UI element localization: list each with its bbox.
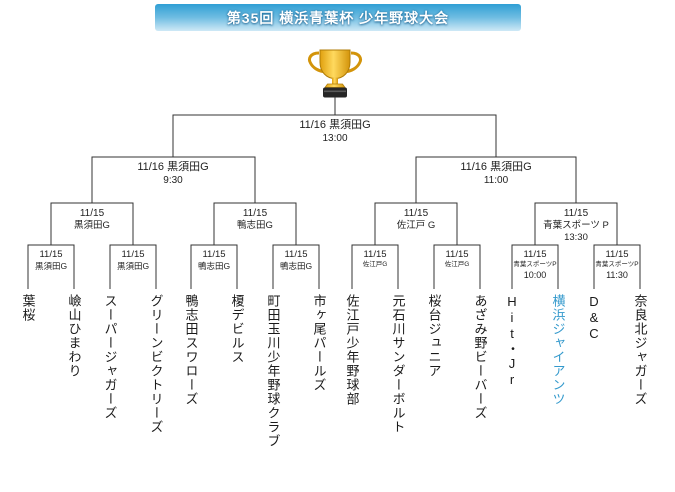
round1-match-3-label: 11/15 鴨志田G	[198, 249, 230, 272]
team-name: 奈良北ジャガーズ	[632, 294, 648, 406]
tournament-title: 第35回 横浜青葉杯 少年野球大会	[226, 9, 450, 26]
team-name: 横浜ジャイアンツ	[550, 294, 566, 406]
semifinal-2-time: 11:00	[483, 175, 509, 187]
round1-match-8-label: 11/15 青葉スポーツP 11:30	[595, 249, 638, 281]
quarterfinal-3-label: 11/15 佐江戸 G	[397, 207, 436, 232]
round1-match-6-date: 11/15	[445, 249, 469, 260]
round1-match-8-time: 11:30	[606, 269, 628, 280]
team-name: 桜台ジュニア	[426, 294, 442, 378]
quarterfinal-2-date: 11/15	[242, 208, 268, 219]
team-name: Hit・Jr	[504, 294, 520, 388]
team-name: 鴨志田スワローズ	[183, 294, 199, 406]
quarterfinal-2-label: 11/15 鴨志田G	[237, 207, 273, 232]
team-name: グリーンビクトリーズ	[148, 294, 164, 434]
quarterfinal-3-date: 11/15	[403, 208, 429, 219]
round1-match-2-date: 11/15	[121, 249, 145, 260]
quarterfinal-1-label: 11/15 黒須田G	[74, 207, 110, 232]
round1-match-7-date: 11/15	[523, 249, 547, 260]
round1-match-5-venue: 佐江戸G	[362, 261, 388, 269]
semifinal-2-date-venue: 11/16 黒須田G	[460, 161, 532, 173]
trophy-icon	[308, 49, 362, 98]
round1-match-8-date: 11/15	[605, 249, 629, 260]
round1-match-4-date: 11/15	[284, 249, 308, 260]
team-name: あざみ野ビーバーズ	[472, 294, 488, 420]
team-name: 元石川サンダーボルト	[390, 294, 406, 434]
team-name: 葉桜	[20, 294, 36, 322]
round1-match-7-time: 10:00	[523, 269, 547, 280]
quarterfinal-1-venue: 黒須田G	[74, 220, 110, 231]
round1-match-3-venue: 鴨志田G	[197, 261, 231, 272]
final-time: 13:00	[322, 133, 348, 145]
round1-match-6-label: 11/15 佐江戸G	[445, 249, 470, 270]
quarterfinal-4-venue: 青葉スポーツ P	[543, 220, 609, 231]
semifinal-1-date-venue: 11/16 黒須田G	[137, 161, 209, 173]
quarterfinal-3-venue: 佐江戸 G	[396, 220, 436, 231]
bracket-lines-path	[27, 97, 641, 289]
team-name: 榎デビルス	[229, 294, 245, 364]
round1-match-7-label: 11/15 青葉スポーツP 10:00	[513, 249, 556, 281]
quarterfinal-4-date: 11/15	[563, 208, 589, 219]
round1-match-4-venue: 鴨志田G	[279, 261, 313, 272]
round1-match-1-label: 11/15 黒須田G	[35, 249, 67, 272]
quarterfinal-4-time: 13:30	[564, 232, 588, 244]
round1-match-8-venue: 青葉スポーツP	[595, 261, 639, 269]
round1-match-5-date: 11/15	[363, 249, 387, 260]
team-name: D&C	[586, 294, 602, 342]
semifinal-1-time: 9:30	[163, 175, 183, 187]
quarterfinal-4-label: 11/15 青葉スポーツ P 13:30	[543, 207, 609, 245]
semifinal-2-label: 11/16 黒須田G 11:00	[460, 160, 531, 187]
final-match-label: 11/16 黒須田G 13:00	[299, 118, 370, 145]
round1-match-4-label: 11/15 鴨志田G	[280, 249, 312, 272]
team-name: 嶮山ひまわり	[66, 294, 82, 378]
round1-match-5-label: 11/15 佐江戸G	[363, 249, 388, 270]
quarterfinal-2-venue: 鴨志田G	[237, 220, 273, 231]
team-name: スーパージャガーズ	[102, 294, 118, 420]
semifinal-1-label: 11/16 黒須田G 9:30	[137, 160, 208, 187]
team-name: 町田玉川少年野球クラブ	[265, 294, 281, 448]
round1-match-1-date: 11/15	[39, 249, 63, 260]
round1-match-6-venue: 佐江戸G	[444, 261, 470, 269]
round1-match-1-venue: 黒須田G	[34, 261, 68, 272]
final-date-venue: 11/16 黒須田G	[299, 119, 371, 131]
tournament-title-banner: 第35回 横浜青葉杯 少年野球大会	[155, 4, 521, 31]
round1-match-2-label: 11/15 黒須田G	[117, 249, 149, 272]
round1-match-7-venue: 青葉スポーツP	[513, 261, 557, 269]
round1-match-3-date: 11/15	[202, 249, 226, 260]
quarterfinal-1-date: 11/15	[79, 208, 105, 219]
team-name: 市ヶ尾パールズ	[311, 294, 327, 392]
round1-match-2-venue: 黒須田G	[116, 261, 150, 272]
team-name: 佐江戸少年野球部	[344, 294, 360, 406]
